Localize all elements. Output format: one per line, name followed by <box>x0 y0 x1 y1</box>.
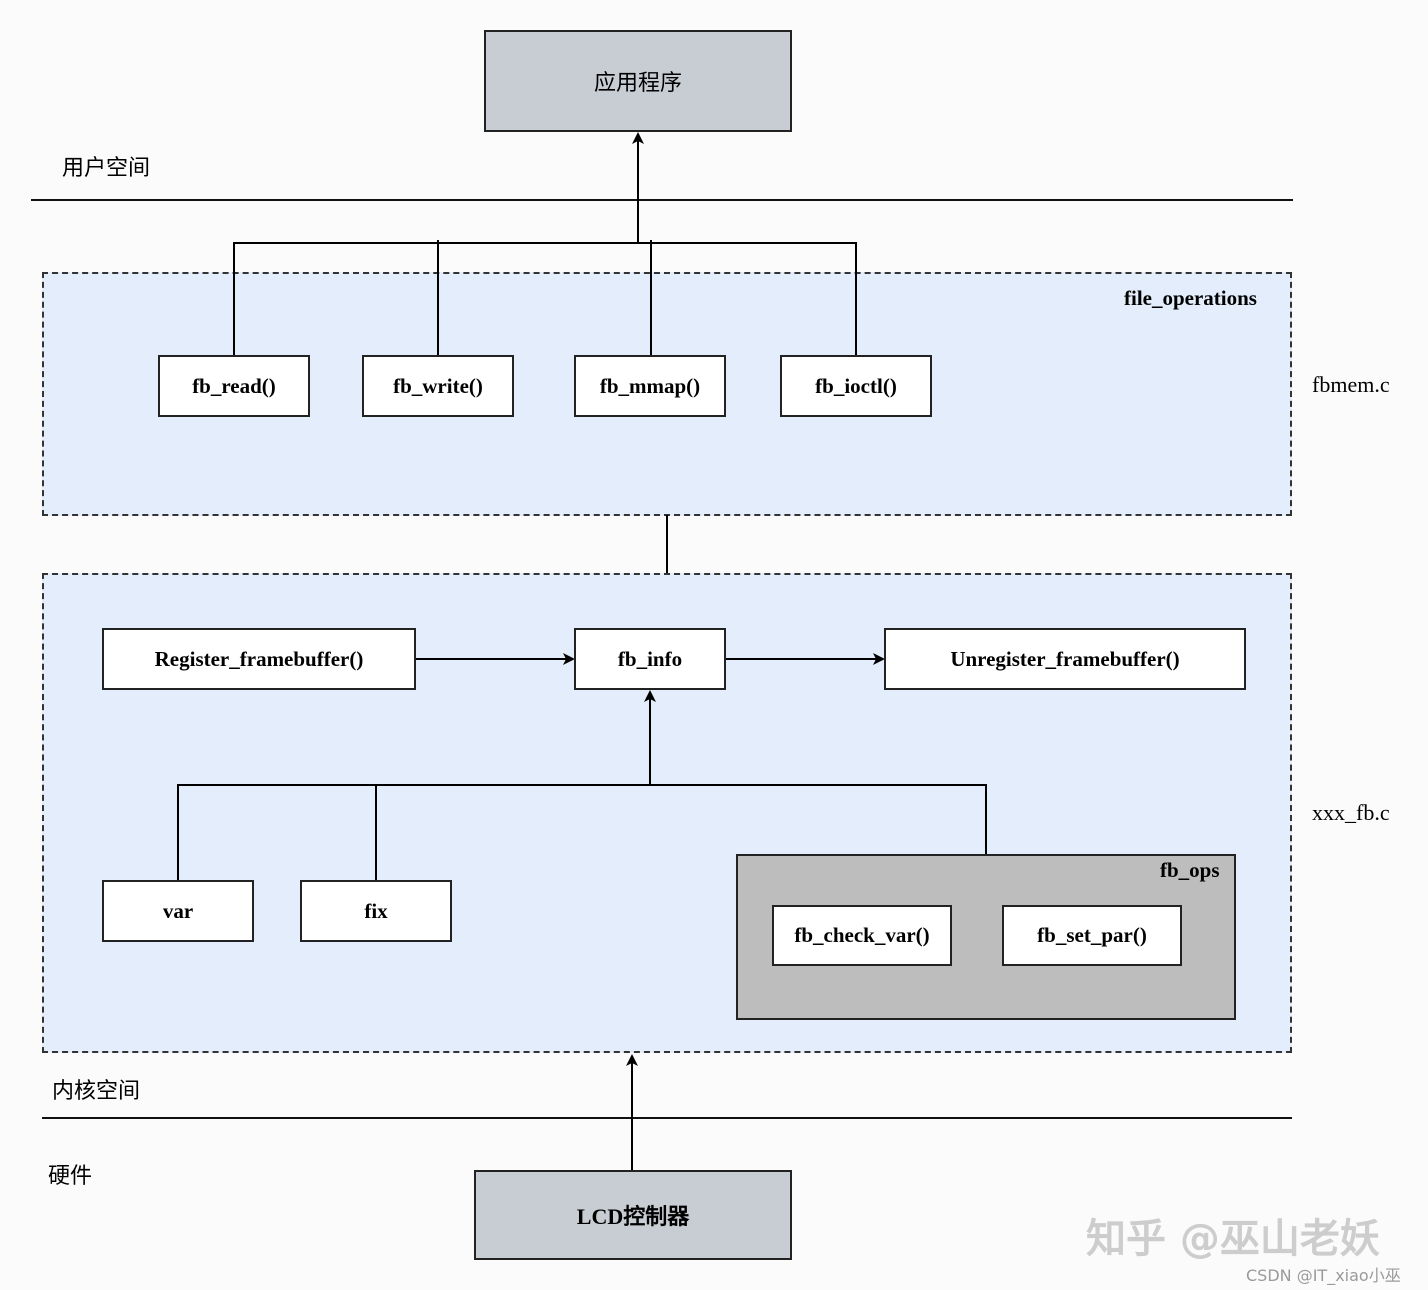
fb-check-var-label: fb_check_var() <box>794 923 930 947</box>
fix-label: fix <box>364 898 388 923</box>
file-operations-title: file_operations <box>1124 286 1257 310</box>
register-framebuffer-label: Register_framebuffer() <box>154 646 364 671</box>
user-space-divider <box>31 199 1293 201</box>
csdn-watermark: CSDN @IT_xiao小巫 <box>1246 1266 1401 1285</box>
user-space-label: 用户空间 <box>62 155 151 180</box>
fb-set-par-label: fb_set_par() <box>1037 923 1147 947</box>
fb-read-label: fb_read() <box>192 373 276 398</box>
kernel-space-label: 内核空间 <box>52 1078 141 1103</box>
application-label: 应用程序 <box>593 70 682 95</box>
unregister-framebuffer-box: Unregister_framebuffer() <box>884 628 1246 690</box>
fb-read-box: fb_read() <box>158 355 310 417</box>
fb-mmap-label: fb_mmap() <box>599 373 701 398</box>
fb-write-label: fb_write() <box>393 373 483 398</box>
zhihu-watermark: 知乎 @巫山老妖 <box>1086 1216 1380 1262</box>
lcd-controller-box: LCD控制器 <box>474 1170 792 1260</box>
fops-bus-line <box>233 242 857 356</box>
unregister-framebuffer-label: Unregister_framebuffer() <box>950 646 1180 671</box>
fb-ioctl-label: fb_ioctl() <box>815 373 897 398</box>
register-framebuffer-box: Register_framebuffer() <box>102 628 416 690</box>
application-box: 应用程序 <box>484 30 792 132</box>
fb-info-box: fb_info <box>574 628 726 690</box>
struct-bus-line <box>177 784 987 881</box>
xxx-fb-c-label: xxx_fb.c <box>1312 800 1390 825</box>
fb-check-var-box: fb_check_var() <box>772 905 952 966</box>
var-box: var <box>102 880 254 942</box>
fb-ioctl-box: fb_ioctl() <box>780 355 932 417</box>
fb-info-label: fb_info <box>617 646 683 671</box>
fb-ops-title: fb_ops <box>1160 858 1220 882</box>
fix-box: fix <box>300 880 452 942</box>
lcd-controller-label: LCD控制器 <box>576 1204 690 1229</box>
hardware-label: 硬件 <box>48 1163 93 1188</box>
fb-write-box: fb_write() <box>362 355 514 417</box>
fb-set-par-box: fb_set_par() <box>1002 905 1182 966</box>
var-label: var <box>162 898 194 923</box>
fbmem-c-label: fbmem.c <box>1312 372 1390 397</box>
kernel-space-divider <box>42 1117 1292 1119</box>
fb-mmap-box: fb_mmap() <box>574 355 726 417</box>
